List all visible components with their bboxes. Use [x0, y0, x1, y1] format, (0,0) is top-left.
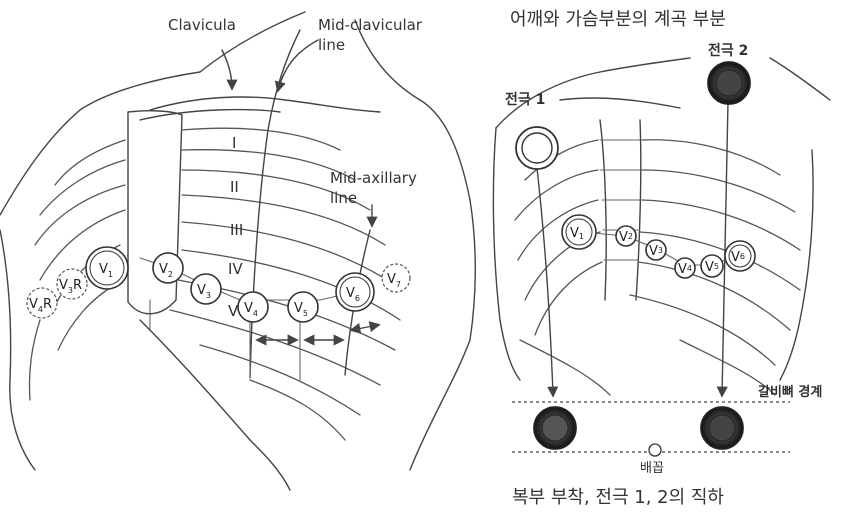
rib-border-label: 갈비뼈 경계 — [758, 384, 822, 400]
right-electrode-v3: V3 — [646, 240, 666, 260]
electrode-2-abdomen — [701, 407, 743, 449]
electrode-v2: V2 — [153, 253, 183, 283]
mid-clavicular-label-line1: Mid-clavicular — [318, 16, 423, 34]
electrode-2-top — [708, 62, 750, 104]
clavicula-label: Clavicula — [168, 16, 236, 34]
rib-label-iii: III — [230, 221, 243, 239]
navel-label: 배꼽 — [640, 461, 664, 476]
rib-label-i: I — [232, 134, 236, 152]
electrode-1-abdomen — [534, 407, 576, 449]
rib-label-iv: IV — [228, 260, 243, 278]
electrode-v4: V4 — [238, 292, 268, 322]
electrode-v7: V7 — [382, 264, 410, 292]
electrode-1-top — [516, 127, 558, 169]
electrode-1-label: 전극 1 — [505, 91, 545, 108]
electrode-v3: V3 — [191, 274, 221, 304]
electrode-v1: V1 — [86, 247, 128, 289]
electrode-2-label: 전극 2 — [708, 42, 748, 59]
right-electrode-v2: V2 — [616, 226, 636, 246]
rib-label-v: V — [228, 302, 239, 320]
left-chest-illustration — [0, 12, 475, 490]
electrode-v6: V6 — [336, 273, 374, 311]
electrode-v4r: V4R — [27, 288, 57, 318]
right-electrode-v4: V4 — [675, 258, 695, 278]
right-electrode-v6: V6 — [725, 241, 755, 271]
electrode-v5: V5 — [288, 292, 318, 322]
right-electrode-v5: V5 — [701, 255, 723, 277]
rib-label-ii: II — [230, 178, 239, 196]
mid-axillary-label-line1: Mid-axillary — [330, 169, 417, 187]
mid-axillary-label-line2: line — [330, 189, 357, 207]
electrode-v3r: V3R — [57, 269, 87, 299]
mid-clavicular-label-line2: line — [318, 36, 345, 54]
right-caption: 복부 부착, 전극 1, 2의 직하 — [512, 487, 724, 508]
right-electrode-v1: V1 — [562, 215, 596, 249]
right-title: 어깨와 가슴부분의 계곡 부분 — [510, 9, 726, 30]
